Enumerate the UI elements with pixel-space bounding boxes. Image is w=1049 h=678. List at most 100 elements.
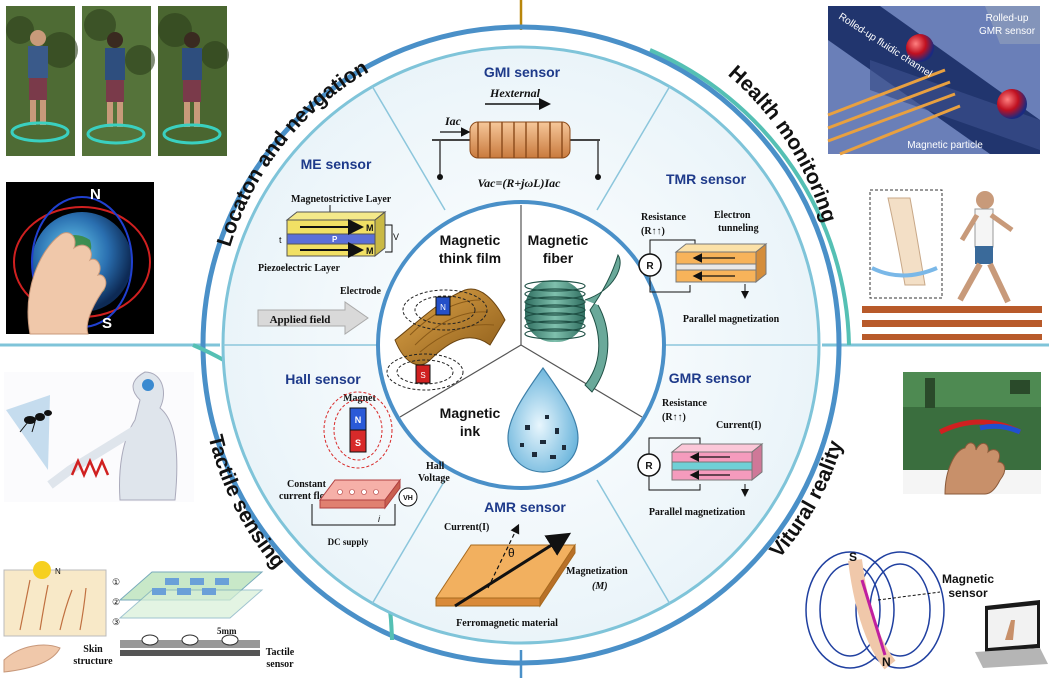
svg-text:Resistance: Resistance [662,398,708,409]
ink-title-1: Magnetic [440,405,501,421]
laptop-icon [975,600,1048,668]
hand-icon [27,232,107,335]
vr-sensor-panel: S N Magnetic sensor [805,550,1048,670]
svg-text:Tactile: Tactile [266,647,295,658]
svg-text:sensor: sensor [948,586,988,600]
svg-text:N: N [355,415,362,425]
svg-text:tunneling: tunneling [718,223,759,234]
globe-panel: N S [6,182,154,335]
svg-text:(R↑↑): (R↑↑) [662,412,686,423]
robot-icon [119,371,178,501]
runner-icon [957,191,1014,304]
gmi-equation: Vac=(R+jωL)Iac [477,176,561,190]
runner-panel [862,182,1042,340]
hall-plate-icon [319,478,401,510]
amr-material: Ferromagnetic material [456,618,558,629]
gmi-sensor-section: GMI sensor Hexternal Iac Vac=(R+jωL)Iac [432,64,601,190]
bar-magnet-icon: N S [349,407,367,453]
ant-icon [19,410,52,433]
svg-text:M: M [366,246,374,256]
svg-text:t: t [279,235,282,245]
person-icon [28,30,202,127]
svg-text:Magnetization: Magnetization [566,566,628,577]
svg-text:VH: VH [403,495,413,502]
svg-text:Voltage: Voltage [418,473,450,484]
svg-text:Resistance: Resistance [641,212,687,223]
fiber-title-2: fiber [543,250,574,266]
ink-drop-icon [507,366,579,473]
magnetic-sphere-1 [906,34,934,62]
outer-ring [200,24,842,666]
blue-magnet-icon [435,296,451,316]
svg-text:5mm: 5mm [217,626,237,636]
tmr-title: TMR sensor [666,171,747,187]
svg-text:Skin: Skin [83,644,103,655]
svg-text:Hall: Hall [426,461,445,472]
svg-text:S: S [420,371,425,380]
magnetization-arrow [454,532,572,608]
svg-text:GMR sensor: GMR sensor [979,26,1036,37]
applied-field-arrow [257,301,369,335]
hall-dc-supply: DC supply [328,537,369,547]
svg-text:Rolled-up: Rolled-up [986,13,1029,24]
coil-core [469,121,571,159]
svg-text:i: i [378,514,381,524]
svg-text:Electron: Electron [714,210,751,221]
tmr-sensor-section: TMR sensor Resistance (R↑↑) Electron tun… [638,171,780,325]
hall-sensor-section: Hall sensor Magnet N S Hall Voltage Cons… [279,371,450,547]
navigation-photos [6,6,229,156]
svg-text:Magnetic particle: Magnetic particle [907,140,983,151]
svg-text:S: S [849,550,857,564]
svg-text:R: R [645,461,653,472]
svg-text:Current(I): Current(I) [444,522,489,533]
svg-text:structure: structure [73,656,113,667]
fiber-title-1: Magnetic [528,232,589,248]
field-lines [386,289,488,391]
film-title-1: Magnetic [440,232,501,248]
svg-text:S: S [355,438,361,448]
svg-text:sensor: sensor [266,659,294,670]
me-applied-field: Applied field [270,314,331,326]
rolled-gmr-panel: Rolled-up GMR sensor Rolled-up fluidic c… [827,6,1040,156]
svg-text:R: R [646,261,654,272]
gmi-title: GMI sensor [484,64,561,80]
svg-text:θ: θ [508,546,515,560]
svg-text:③: ③ [112,617,120,627]
amr-plate-icon [435,543,576,608]
svg-text:①: ① [112,577,120,587]
svg-text:(M): (M) [592,581,608,592]
svg-text:②: ② [112,597,120,607]
sun-icon [33,561,51,579]
me-electrode: Electrode [340,286,381,297]
hall-title: Hall sensor [285,371,361,387]
vr-game-panel [903,372,1041,495]
svg-text:Current(I): Current(I) [716,420,761,431]
current-dashed [487,523,520,589]
center-dividers [399,205,643,418]
red-magnet-icon [415,364,431,384]
svg-text:N: N [882,655,891,669]
svg-text:S: S [102,315,112,332]
voltmeter-icon [398,487,418,507]
me-layer-bottom: Piezoelectric Layer [258,263,340,274]
film-title-2: think film [439,250,501,266]
svg-text:Constant: Constant [287,479,327,490]
magnetic-sphere-2 [997,89,1027,119]
svg-text:Magnetic: Magnetic [942,572,994,586]
svg-text:M: M [366,223,374,233]
gmr-sensor-section: GMR sensor Resistance (R↑↑) Current(I) R… [637,370,764,518]
fiber-coil-icon [524,253,621,393]
magnetic-film-section: Magnetic think film N S [386,232,506,391]
gmi-current-label: Iac [444,114,462,128]
tmr-parallel: Parallel magnetization [683,314,780,325]
teal-arc-right [649,48,851,346]
svg-text:N: N [90,186,101,203]
me-title: ME sensor [301,156,372,172]
skin-panel: N ① ② ③ 5mm Skin structure Tactile senso… [3,561,295,673]
amr-sensor-section: AMR sensor Current(I) θ Magnetization (M… [435,499,628,629]
ink-title-2: ink [460,423,480,439]
svg-text:Magnet: Magnet [343,393,376,404]
svg-text:P: P [332,235,338,244]
me-sensor-section: ME sensor Magnetostrictive Layer M P M t… [257,156,399,335]
